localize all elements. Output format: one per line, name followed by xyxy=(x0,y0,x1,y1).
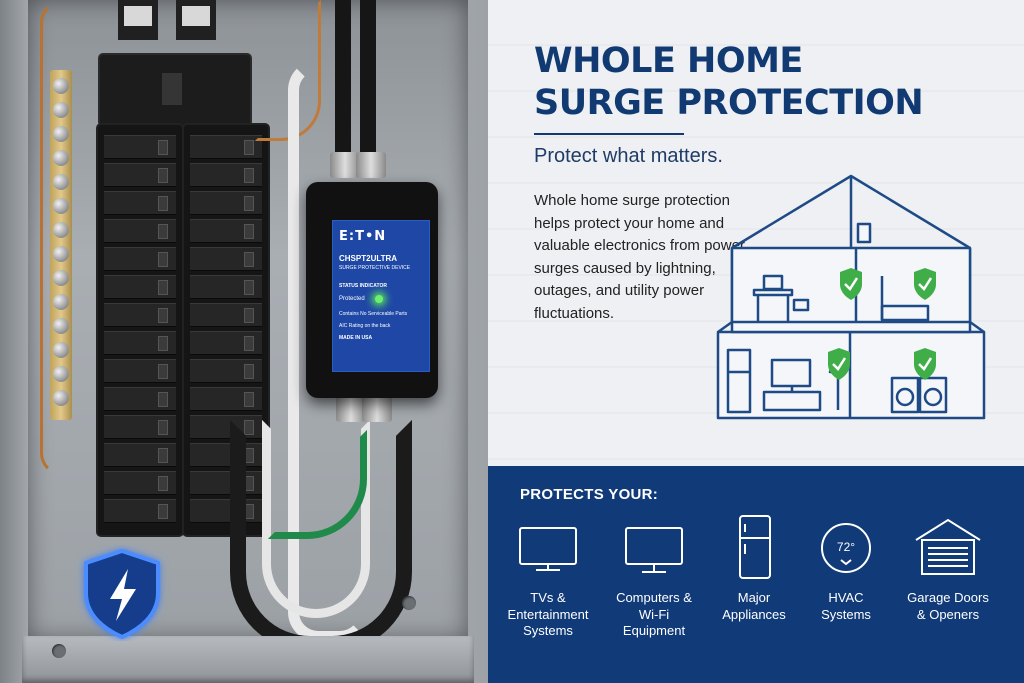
title-line-2: SURGE PROTECTION xyxy=(534,83,924,123)
black-wire xyxy=(335,0,351,160)
garage-icon xyxy=(915,518,981,575)
bus-screw xyxy=(53,102,69,118)
top-breaker xyxy=(176,0,216,40)
conduit-connector xyxy=(330,152,360,178)
bus-screw xyxy=(53,246,69,262)
breaker-column-left xyxy=(98,125,182,535)
panel-lip xyxy=(22,596,474,683)
feature-label: Garage Doors & Openers xyxy=(907,590,989,622)
feature-garage: Garage Doors & Openers xyxy=(898,514,998,623)
conduit-connector xyxy=(362,396,392,422)
device-description: SURGE PROTECTIVE DEVICE xyxy=(339,265,411,271)
bus-screw xyxy=(53,78,69,94)
bus-screw xyxy=(53,294,69,310)
title-divider xyxy=(534,133,684,135)
checkmark-shield-icon xyxy=(914,268,936,300)
house-cutaway-illustration xyxy=(716,174,986,420)
top-breaker xyxy=(118,0,158,40)
conduit-connector xyxy=(356,152,386,178)
device-note: AIC Rating on the back xyxy=(339,323,391,329)
bus-screw xyxy=(53,390,69,406)
green-ground-wire xyxy=(268,430,367,539)
thermostat-reading: 72° xyxy=(837,540,855,554)
bus-screw xyxy=(53,198,69,214)
bus-screw xyxy=(53,366,69,382)
checkmark-shield-icon xyxy=(828,348,850,380)
conduit-connector xyxy=(336,396,366,422)
refrigerator-icon xyxy=(739,515,771,579)
checkmark-shield-icon xyxy=(914,348,936,380)
feature-hvac: 72° HVAC Systems xyxy=(796,514,896,623)
feature-label: Major Appliances xyxy=(722,590,786,622)
feature-label: Computers & Wi-Fi Equipment xyxy=(616,590,692,638)
white-wire-loop xyxy=(262,420,370,618)
shield-lightning-icon xyxy=(84,548,160,640)
bus-screw xyxy=(53,174,69,190)
device-model: CHSPT2ULTRA xyxy=(339,254,398,263)
surge-protective-device: E:T•N CHSPT2ULTRA SURGE PROTECTIVE DEVIC… xyxy=(306,182,438,398)
thermostat-icon: 72° xyxy=(821,523,871,573)
bus-screw xyxy=(53,318,69,334)
bus-screw xyxy=(53,126,69,142)
bus-screw xyxy=(53,270,69,286)
tv-icon xyxy=(519,527,577,571)
main-breaker xyxy=(100,55,250,125)
bus-screw xyxy=(53,222,69,238)
device-note: Contains No Serviceable Parts xyxy=(339,311,408,317)
feature-computers: Computers & Wi-Fi Equipment xyxy=(604,514,704,640)
bus-screw xyxy=(53,150,69,166)
tagline: Protect what matters. xyxy=(534,145,723,167)
checkmark-shield-icon xyxy=(840,268,862,300)
title-line-1: WHOLE HOME xyxy=(534,41,803,81)
status-row: Protected xyxy=(339,295,423,303)
status-value: Protected xyxy=(339,296,365,302)
feature-label: TVs & Entertainment Systems xyxy=(507,590,589,638)
page-title: WHOLE HOME SURGE PROTECTION xyxy=(534,40,924,124)
electrical-panel-photo: E:T•N CHSPT2ULTRA SURGE PROTECTIVE DEVIC… xyxy=(0,0,488,683)
status-heading: STATUS INDICATOR xyxy=(339,283,387,289)
bus-screw xyxy=(53,342,69,358)
computer-monitor-icon xyxy=(625,527,683,573)
device-origin: MADE IN USA xyxy=(339,335,373,341)
protects-title: PROTECTS YOUR: xyxy=(520,486,659,503)
feature-tvs: TVs & Entertainment Systems xyxy=(498,514,598,640)
device-label: E:T•N CHSPT2ULTRA SURGE PROTECTIVE DEVIC… xyxy=(332,220,430,372)
device-brand: E:T•N xyxy=(339,229,387,244)
status-led-icon xyxy=(374,295,383,303)
body-paragraph: Whole home surge protection helps protec… xyxy=(534,192,745,322)
feature-appliances: Major Appliances xyxy=(704,514,804,623)
feature-label: HVAC Systems xyxy=(821,590,871,622)
copper-ground-wire xyxy=(40,0,86,476)
black-wire xyxy=(360,0,376,160)
